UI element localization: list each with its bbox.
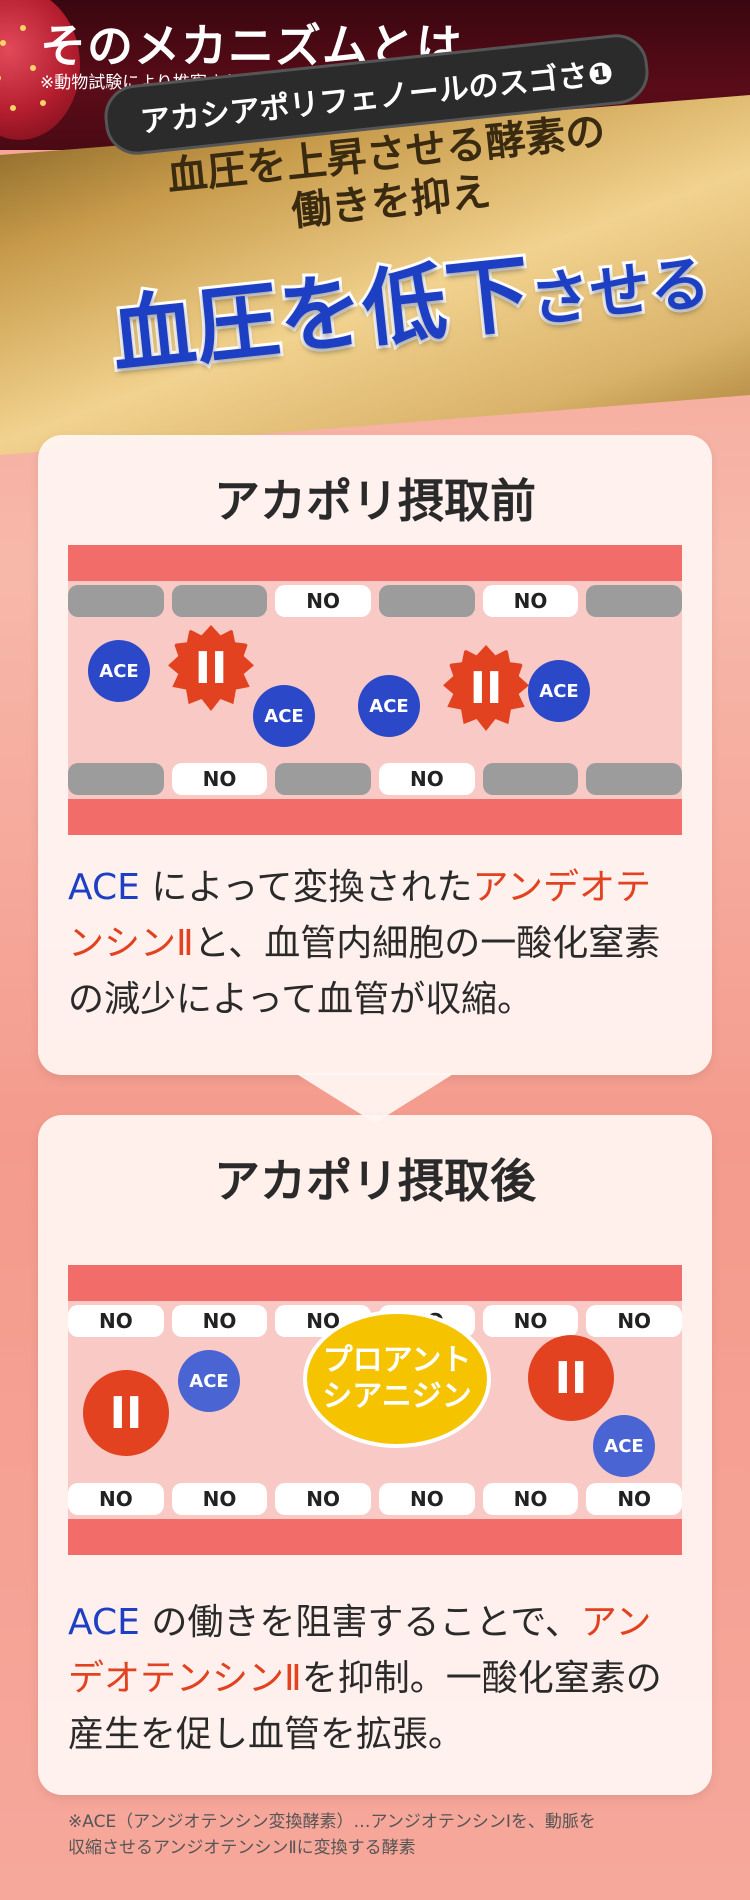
desc-text: の働きを阻害することで、 bbox=[139, 1602, 581, 1643]
after-card: アカポリ摂取後 NO NO NO NO NO NO NO NO NO NO NO… bbox=[38, 1115, 712, 1795]
cell bbox=[586, 585, 683, 617]
no-cell: NO bbox=[586, 1305, 683, 1337]
no-cell: NO bbox=[275, 585, 372, 617]
no-cell: NO bbox=[379, 1483, 475, 1515]
after-bottom-cells: NO NO NO NO NO NO bbox=[68, 1483, 683, 1515]
footnote-line2: 収縮させるアンジオテンシンⅡに変換する酵素 bbox=[68, 1837, 416, 1858]
vessel-wall-bottom bbox=[68, 1519, 682, 1555]
no-cell: NO bbox=[482, 585, 579, 617]
after-vessel-diagram: NO NO NO NO NO NO NO NO NO NO NO NO II A… bbox=[68, 1265, 683, 1555]
angiotensin-ii: II bbox=[528, 1335, 614, 1421]
ace-enzyme: ACE bbox=[88, 640, 150, 702]
no-cell: NO bbox=[171, 763, 268, 795]
desc-text: を抑制。一酸化窒素の産生を促し血管を拡張。 bbox=[68, 1657, 662, 1755]
no-cell: NO bbox=[482, 1483, 579, 1515]
vessel-wall-top bbox=[68, 1265, 682, 1301]
hero-headline-small: させる bbox=[524, 245, 716, 339]
footnote-line1: ※ACE（アンジオテンシン変換酵素）…アンジオテンシンⅠを、動脈を bbox=[68, 1812, 596, 1832]
no-cell: NO bbox=[275, 1483, 372, 1515]
cell bbox=[586, 763, 683, 795]
footnote: ※ACE（アンジオテンシン変換酵素）…アンジオテンシンⅠを、動脈を 収縮させるア… bbox=[68, 1810, 708, 1861]
desc-ace: ACE bbox=[68, 1602, 140, 1643]
cell bbox=[379, 585, 475, 617]
after-description: ACE の働きを阻害することで、アンデオテンシンⅡを抑制。一酸化窒素の産生を促し… bbox=[68, 1595, 682, 1762]
before-vessel-diagram: NO NO NO NO ACE II ACE ACE II ACE bbox=[68, 545, 683, 835]
vessel-wall-top bbox=[68, 545, 682, 581]
cell bbox=[171, 585, 268, 617]
proanthocyanidin-badge: プロアント シアニジン bbox=[303, 1310, 491, 1448]
ace-enzyme: ACE bbox=[528, 660, 590, 722]
before-description: ACE によって変換されたアンデオテンシンⅡと、血管内細胞の一酸化窒素の減少によ… bbox=[68, 860, 682, 1027]
cell bbox=[68, 585, 164, 617]
no-cell: NO bbox=[586, 1483, 683, 1515]
no-cell: NO bbox=[171, 1305, 268, 1337]
before-bottom-cells: NO NO bbox=[68, 763, 683, 795]
no-cell: NO bbox=[379, 763, 475, 795]
no-cell: NO bbox=[68, 1483, 164, 1515]
cell bbox=[275, 763, 372, 795]
angiotensin-ii: II bbox=[83, 1370, 169, 1456]
no-cell: NO bbox=[68, 1305, 164, 1337]
before-top-cells: NO NO bbox=[68, 585, 683, 617]
desc-angiotensin: アンデオテンシンⅡ bbox=[68, 1602, 652, 1699]
desc-angiotensin: アンデオテンシンⅡ bbox=[68, 867, 652, 964]
ace-enzyme: ACE bbox=[253, 685, 315, 747]
desc-ace: ACE bbox=[68, 867, 140, 908]
no-cell: NO bbox=[482, 1305, 579, 1337]
after-title: アカポリ摂取後 bbox=[214, 1154, 536, 1208]
pro-line2: シアニジン bbox=[322, 1379, 472, 1414]
before-title: アカポリ摂取前 bbox=[214, 474, 536, 528]
ace-enzyme: ACE bbox=[178, 1350, 240, 1412]
gold-banner bbox=[0, 95, 750, 455]
cell bbox=[482, 763, 579, 795]
pro-line1: プロアント bbox=[322, 1343, 472, 1378]
desc-text: と、血管内細胞の一酸化窒素の減少によって血管が収縮。 bbox=[68, 922, 661, 1020]
ace-enzyme: ACE bbox=[593, 1415, 655, 1477]
cell bbox=[68, 763, 164, 795]
before-card: アカポリ摂取前 NO NO NO NO ACE II bbox=[38, 435, 712, 1075]
ace-enzyme: ACE bbox=[358, 675, 420, 737]
desc-text: によって変換された bbox=[139, 867, 473, 908]
no-cell: NO bbox=[171, 1483, 268, 1515]
vessel-wall-bottom bbox=[68, 799, 682, 835]
down-arrow-icon bbox=[295, 1073, 455, 1123]
